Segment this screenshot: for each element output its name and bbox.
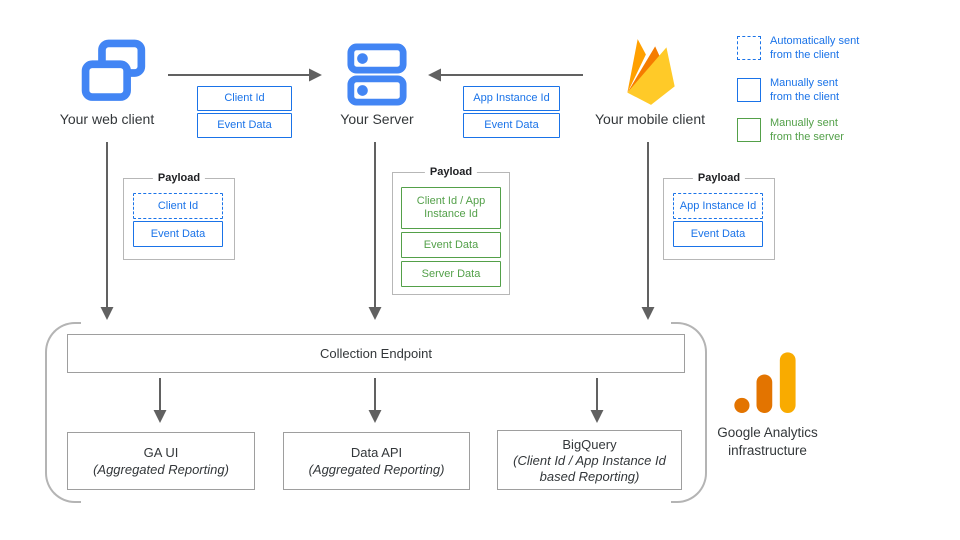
- payload-title-mobile: Payload: [692, 172, 746, 184]
- payload-title-server: Payload: [424, 166, 478, 178]
- google-analytics-icon: [728, 350, 806, 420]
- payload-group-server: Payload Client Id / App Instance Id Even…: [392, 166, 510, 295]
- payload-item-app-instance-id: App Instance Id: [673, 193, 763, 219]
- ga-ui-subtitle: (Aggregated Reporting): [93, 462, 229, 477]
- legend-line: from the server: [770, 131, 844, 143]
- payload-item-client-id: Client Id: [133, 193, 223, 219]
- legend-swatch-manual-server-icon: [737, 118, 761, 142]
- flow-tag-event-data-mobile: Event Data: [463, 113, 560, 138]
- brand-line-1: Google Analytics: [717, 425, 818, 440]
- mobile-client-label: Your mobile client: [595, 111, 705, 127]
- bigquery-title: BigQuery: [562, 436, 617, 452]
- payload-item-event-data: Event Data: [133, 221, 223, 247]
- payload-item-event-data-server: Event Data: [401, 232, 501, 258]
- legend-swatch-auto-client-icon: [737, 36, 761, 60]
- legend-swatch-manual-client-icon: [737, 78, 761, 102]
- ga-ui-box: GA UI (Aggregated Reporting): [67, 432, 255, 490]
- legend-label-auto-client: Automatically sent from the client: [770, 34, 859, 62]
- bigquery-box: BigQuery (Client Id / App Instance Id ba…: [497, 430, 682, 490]
- brand-line-2: infrastructure: [728, 443, 807, 458]
- legend-line: Manually sent: [770, 117, 838, 129]
- payload-title-web: Payload: [152, 172, 206, 184]
- payload-item-event-data-mobile: Event Data: [673, 221, 763, 247]
- collection-endpoint-label: Collection Endpoint: [319, 346, 433, 361]
- server-icon: [346, 42, 408, 108]
- legend-label-manual-server: Manually sent from the server: [770, 116, 844, 144]
- google-analytics-infrastructure-label: Google Analytics infrastructure: [690, 424, 845, 460]
- payload-group-mobile: Payload App Instance Id Event Data: [663, 172, 775, 260]
- legend-line: from the client: [770, 91, 840, 103]
- data-api-box: Data API (Aggregated Reporting): [283, 432, 470, 490]
- legend-line: Manually sent: [770, 77, 838, 89]
- server-label: Your Server: [340, 111, 414, 127]
- bigquery-subtitle: (Client Id / App Instance Id based Repor…: [513, 452, 666, 484]
- legend-line: Automatically sent: [770, 35, 860, 47]
- collection-endpoint-box: Collection Endpoint: [67, 334, 685, 373]
- flow-tag-app-instance-id: App Instance Id: [463, 86, 560, 111]
- data-api-title: Data API: [350, 445, 403, 460]
- payload-group-web: Payload Client Id Event Data: [123, 172, 235, 260]
- flow-tag-client-id: Client Id: [197, 86, 292, 111]
- flow-tag-event-data: Event Data: [197, 113, 292, 138]
- payload-item-client-app-instance-id: Client Id / App Instance Id: [401, 187, 501, 229]
- firebase-icon: [617, 34, 683, 108]
- legend-line: from the client: [770, 49, 840, 61]
- web-client-icon: [78, 38, 150, 108]
- ga-ui-title: GA UI: [143, 445, 179, 460]
- payload-item-server-data: Server Data: [401, 261, 501, 287]
- legend-label-manual-client: Manually sent from the client: [770, 76, 839, 104]
- legend: Automatically sent from the client Manua…: [737, 34, 947, 156]
- web-client-label: Your web client: [59, 111, 155, 127]
- data-api-subtitle: (Aggregated Reporting): [308, 462, 445, 477]
